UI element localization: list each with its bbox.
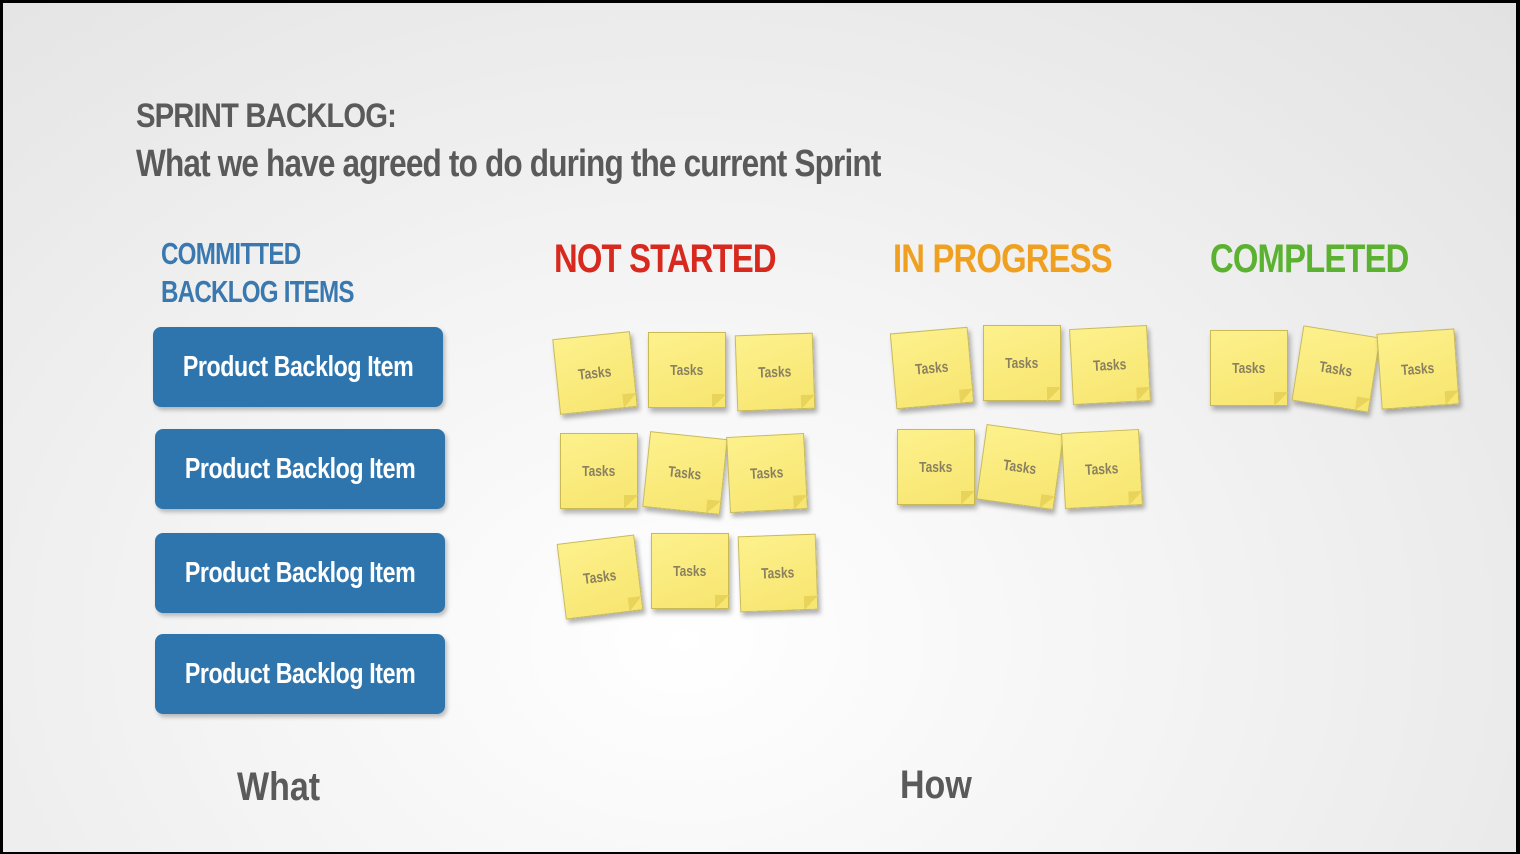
backlog-item-label: Product Backlog Item — [184, 556, 416, 589]
task-note-label: Tasks — [1318, 358, 1354, 380]
task-note-in-progress[interactable]: Tasks — [889, 326, 975, 410]
footer-label-how: How — [900, 763, 972, 807]
task-note-completed[interactable]: Tasks — [1291, 325, 1381, 413]
task-note-label: Tasks — [667, 462, 703, 484]
task-note-label: Tasks — [1085, 459, 1119, 479]
column-header-completed: COMPLETED — [1210, 237, 1409, 281]
backlog-item[interactable]: Product Backlog Item — [153, 327, 443, 407]
task-note-not-started[interactable]: Tasks — [642, 431, 728, 515]
task-note-not-started[interactable]: Tasks — [726, 433, 808, 513]
task-note-label: Tasks — [1005, 354, 1039, 372]
backlog-item[interactable]: Product Backlog Item — [155, 634, 445, 714]
backlog-item-label: Product Backlog Item — [184, 657, 416, 690]
task-note-label: Tasks — [673, 562, 707, 580]
task-note-in-progress[interactable]: Tasks — [976, 423, 1064, 511]
slide-subtitle: What we have agreed to do during the cur… — [136, 143, 881, 185]
task-note-label: Tasks — [1002, 456, 1038, 478]
slide: SPRINT BACKLOG: What we have agreed to d… — [3, 3, 1516, 852]
task-note-label: Tasks — [1093, 355, 1127, 375]
task-note-in-progress[interactable]: Tasks — [1061, 429, 1143, 509]
task-note-in-progress[interactable]: Tasks — [897, 429, 975, 505]
slide-title: SPRINT BACKLOG: — [136, 97, 397, 135]
task-note-label: Tasks — [919, 458, 953, 476]
column-header-not-started: NOT STARTED — [554, 237, 777, 281]
column-header-in-progress: IN PROGRESS — [893, 237, 1113, 281]
task-note-not-started[interactable]: Tasks — [556, 534, 644, 620]
task-note-not-started[interactable]: Tasks — [737, 533, 819, 613]
task-note-not-started[interactable]: Tasks — [648, 332, 726, 408]
task-note-not-started[interactable]: Tasks — [734, 332, 816, 412]
task-note-label: Tasks — [582, 462, 616, 480]
task-note-not-started[interactable]: Tasks — [651, 533, 729, 609]
backlog-item[interactable]: Product Backlog Item — [155, 429, 445, 509]
task-note-label: Tasks — [1232, 359, 1266, 377]
task-note-completed[interactable]: Tasks — [1210, 330, 1288, 406]
task-note-in-progress[interactable]: Tasks — [1069, 325, 1151, 405]
column-header-committed: COMMITTED BACKLOG ITEMS — [161, 236, 354, 309]
task-note-label: Tasks — [577, 362, 613, 384]
backlog-item[interactable]: Product Backlog Item — [155, 533, 445, 613]
task-note-in-progress[interactable]: Tasks — [983, 325, 1061, 401]
footer-label-what: What — [237, 765, 321, 809]
backlog-item-label: Product Backlog Item — [182, 350, 414, 383]
backlog-item-label: Product Backlog Item — [184, 452, 416, 485]
task-note-not-started[interactable]: Tasks — [560, 433, 638, 509]
task-note-label: Tasks — [1400, 359, 1436, 379]
task-note-completed[interactable]: Tasks — [1376, 328, 1460, 410]
task-note-label: Tasks — [582, 566, 618, 588]
task-note-label: Tasks — [758, 362, 792, 382]
task-note-label: Tasks — [761, 563, 795, 583]
task-note-label: Tasks — [750, 463, 784, 483]
task-note-not-started[interactable]: Tasks — [552, 331, 638, 415]
task-note-label: Tasks — [670, 361, 704, 379]
task-note-label: Tasks — [914, 358, 950, 378]
